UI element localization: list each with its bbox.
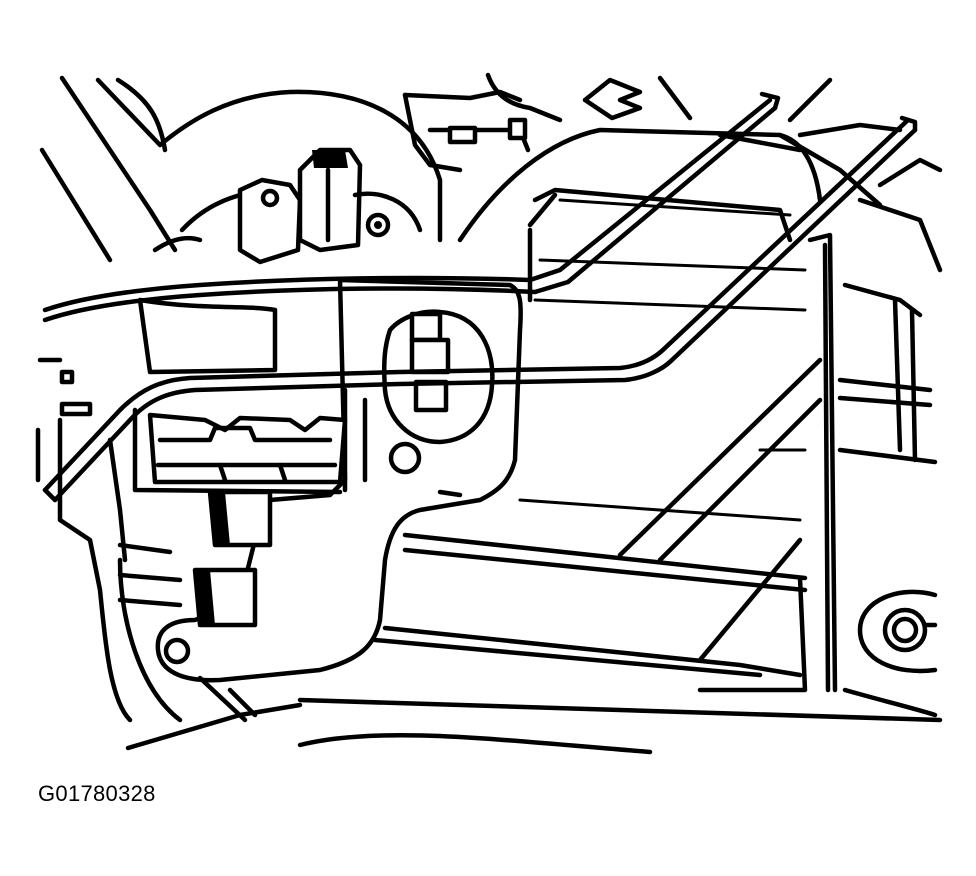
lower-left-shell xyxy=(35,417,943,755)
slotted-boss xyxy=(381,309,495,445)
figure-id-label: G01780328 xyxy=(38,781,156,806)
connector-block xyxy=(132,407,348,495)
detail-lines xyxy=(518,198,807,522)
tube-upper xyxy=(42,91,781,323)
square-pads xyxy=(192,489,273,628)
right-bolt xyxy=(857,589,938,674)
left-pegs xyxy=(37,357,93,417)
housing-body xyxy=(457,77,903,303)
hinge-clip xyxy=(237,147,423,265)
lower-arm xyxy=(372,357,823,693)
upper-bracket xyxy=(402,72,693,173)
tube-lower xyxy=(42,115,918,503)
upper-left-arch xyxy=(39,75,443,263)
right-frame xyxy=(807,157,943,718)
mounting-bracket xyxy=(137,277,523,723)
